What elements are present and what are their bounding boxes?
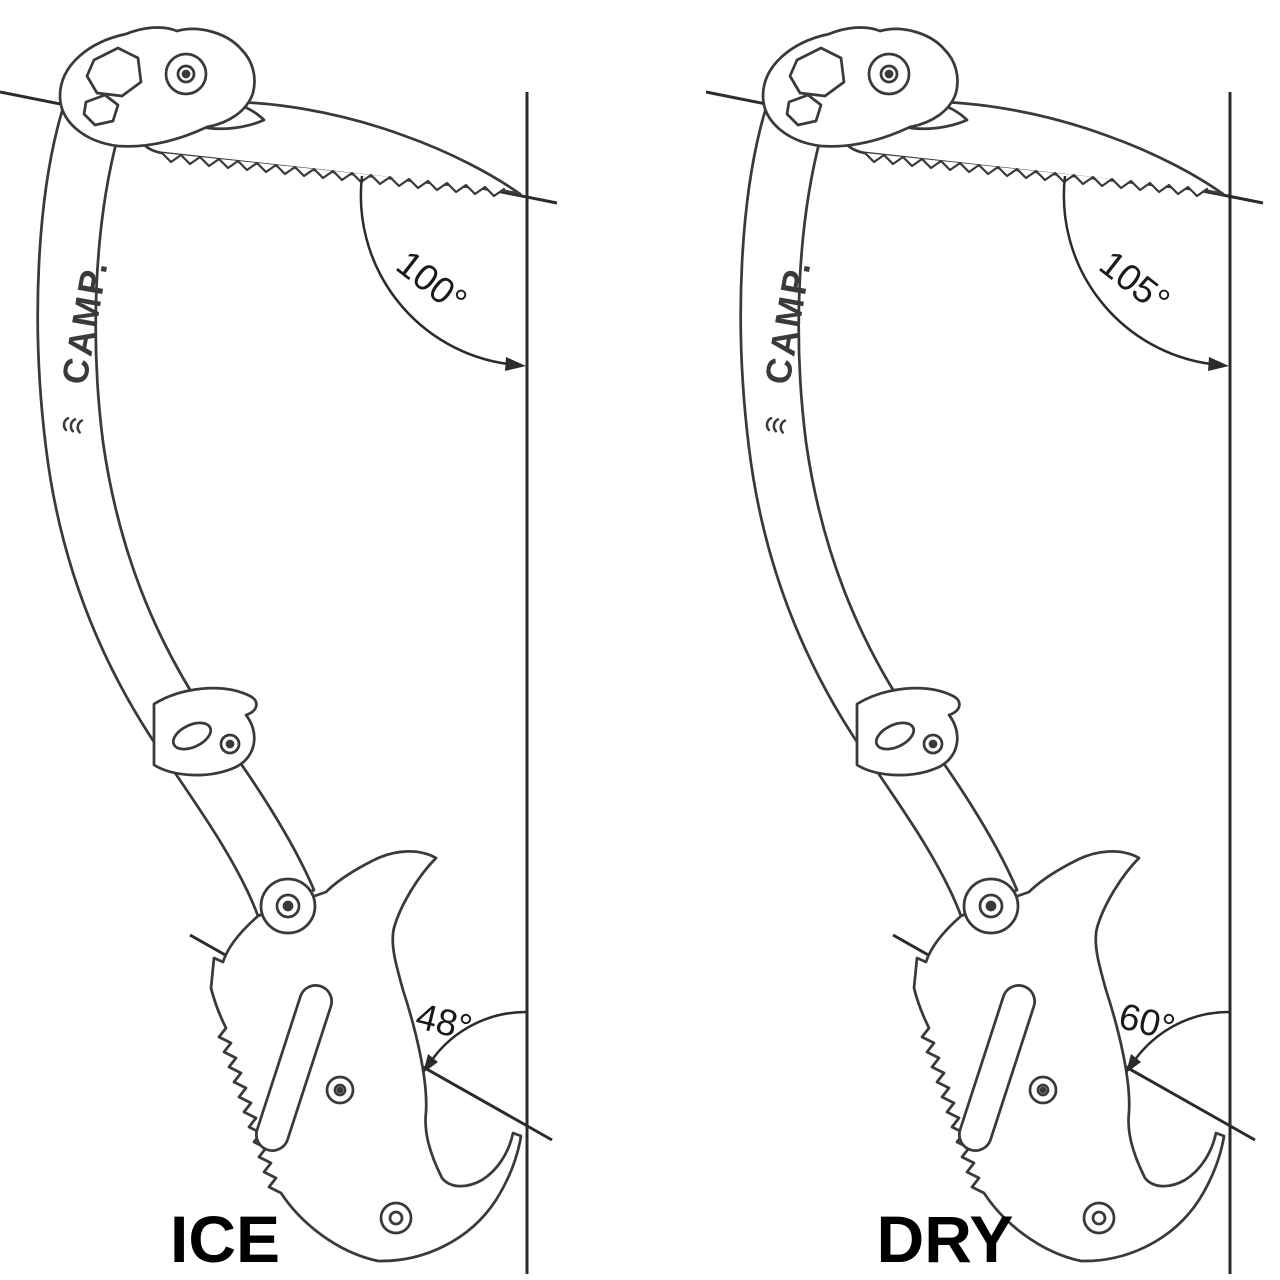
dry-panel-title: DRY — [877, 1202, 1014, 1276]
dry-pick-angle-label: 105° — [1092, 242, 1178, 321]
dry-grip-angle-arrow — [1126, 1054, 1141, 1073]
ice-grip-angle-arrow — [423, 1054, 438, 1073]
ice-grip-angle-label: 48° — [412, 995, 476, 1048]
dry-grip-angle-label: 60° — [1115, 995, 1179, 1048]
ice-pick-angle-arrow — [505, 357, 526, 371]
ice-grip-angle-arc — [424, 1010, 528, 1070]
ice-tool-drawing — [36, 26, 523, 1263]
dry-pick-angle-arrow — [1208, 357, 1229, 371]
dry-tool-drawing — [739, 26, 1226, 1263]
dry-grip-angle-arc — [1127, 1010, 1231, 1070]
ice-pick-angle-arc — [359, 175, 509, 366]
ice-panel-title: ICE — [170, 1202, 280, 1276]
dry-pick-angle-arc — [1062, 175, 1212, 366]
ice-pick-angle-label: 100° — [389, 242, 475, 321]
